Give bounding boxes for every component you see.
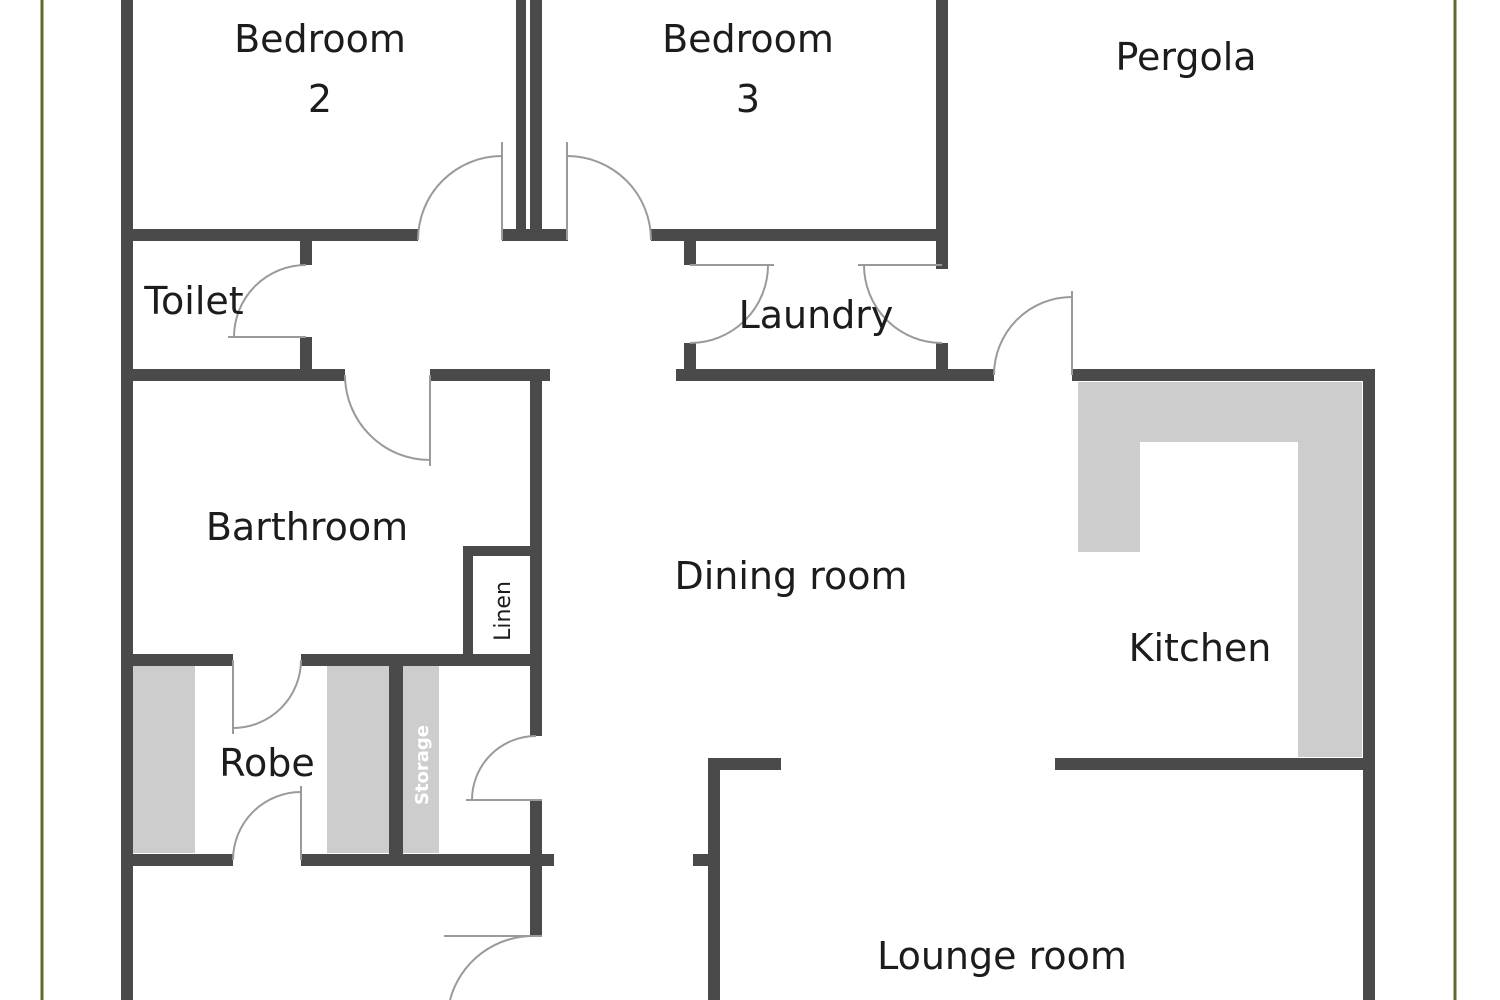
laundry-label: Laundry [739, 293, 894, 337]
door-bedroom-3 [566, 142, 652, 241]
storage-label: Storage [412, 725, 433, 805]
bathroom-label: Barthroom [206, 505, 408, 549]
door-storage [466, 735, 542, 801]
storage-shelf [403, 665, 439, 853]
door-bedroom-2 [417, 142, 503, 241]
door-bathroom [344, 374, 431, 466]
door-lower-bedroom [444, 934, 542, 1000]
kitchen-bench [1078, 382, 1362, 757]
bedroom-3-number: 3 [736, 77, 760, 121]
lounge-room-label: Lounge room [877, 934, 1127, 978]
robe-label: Robe [219, 741, 314, 785]
door-pergola [993, 291, 1073, 376]
door-laundry-right [858, 264, 943, 344]
robe-shelf-left [133, 665, 195, 853]
linen-label: Linen [491, 581, 516, 641]
page-frame [40, 0, 1457, 1000]
pergola-label: Pergola [1115, 35, 1256, 79]
walls [121, 0, 1375, 1000]
door-laundry-left [689, 264, 774, 344]
door-robe-top [232, 659, 302, 734]
toilet-label: Toilet [143, 279, 243, 323]
fixtures [133, 382, 1362, 853]
bedroom-2-label: Bedroom [234, 17, 406, 61]
bedroom-2-number: 2 [308, 77, 332, 121]
room-labels: Bedroom 2 Bedroom 3 Pergola Toilet Laund… [143, 17, 1271, 978]
door-toilet [228, 264, 307, 338]
robe-shelf-right [327, 665, 389, 853]
kitchen-label: Kitchen [1129, 626, 1272, 670]
door-robe-bottom [232, 786, 302, 861]
dining-room-label: Dining room [674, 554, 907, 598]
bedroom-3-label: Bedroom [662, 17, 834, 61]
doors [228, 142, 1073, 1000]
